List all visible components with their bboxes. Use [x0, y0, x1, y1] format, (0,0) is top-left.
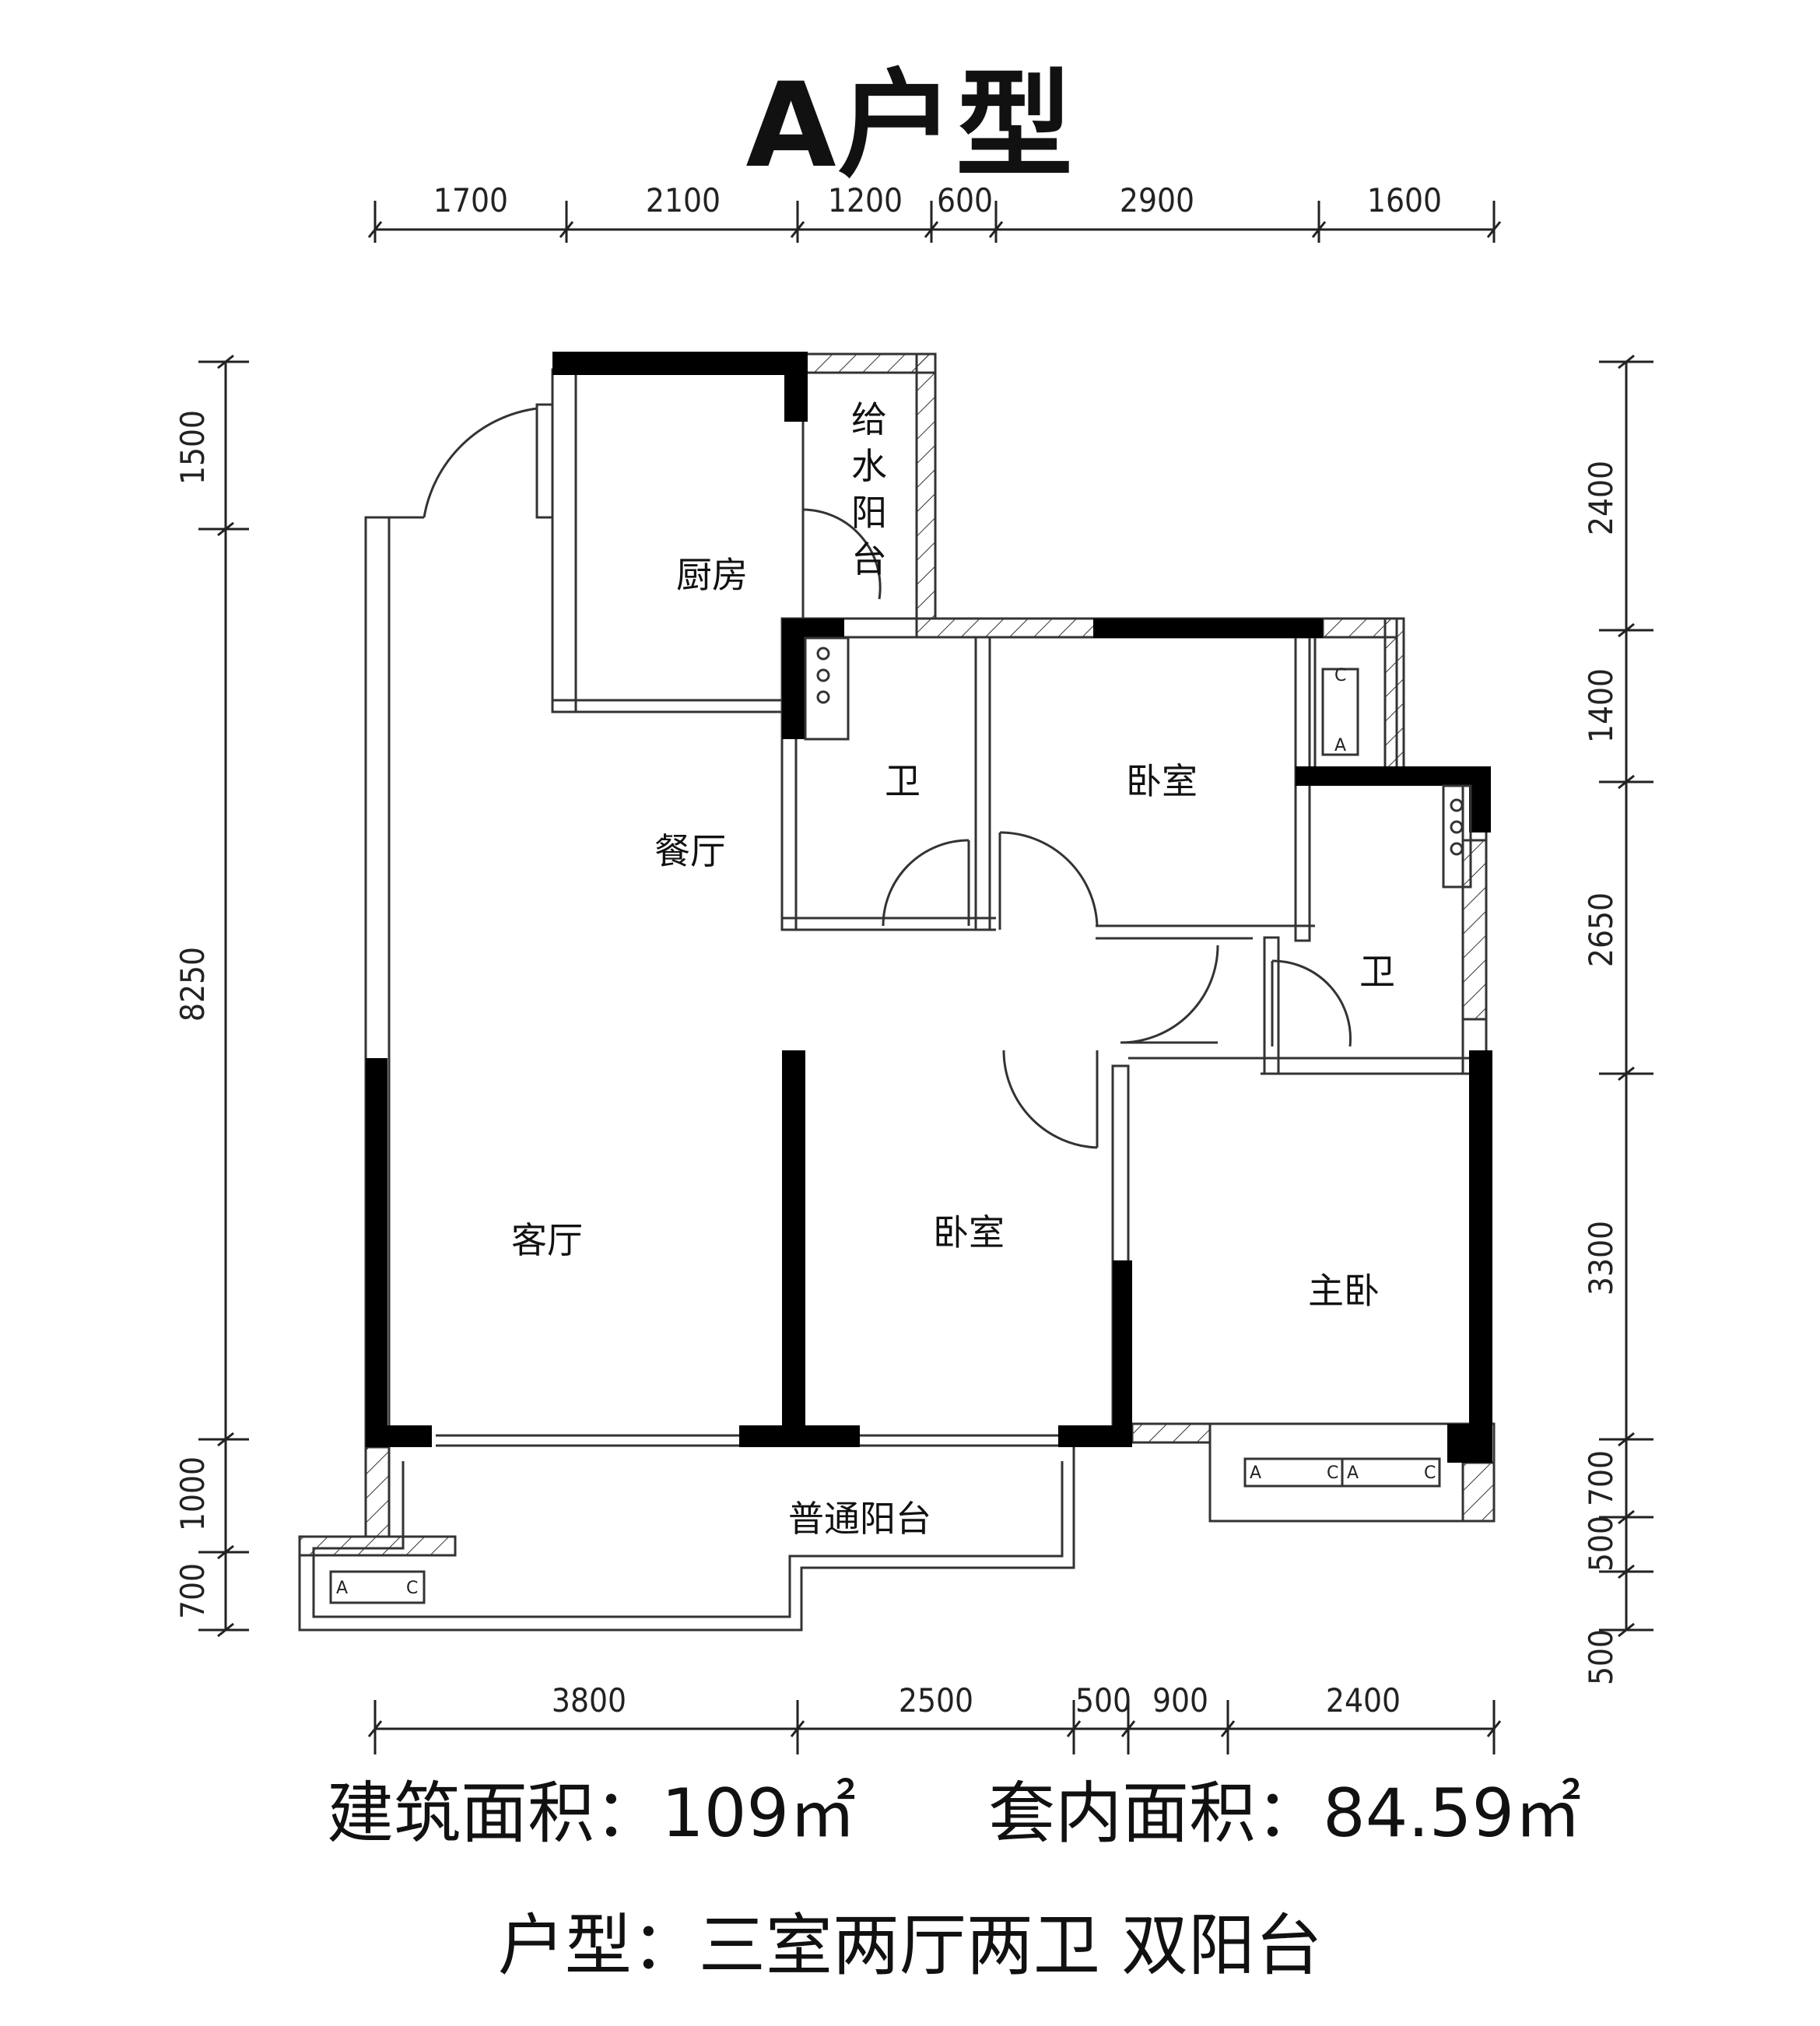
dimension-tick [988, 221, 1004, 238]
room-bath-1: 卫 [885, 760, 921, 802]
dim-bottom-2: 2500 [899, 1681, 973, 1719]
dim-right-6: 500 [1582, 1516, 1620, 1572]
dimension-tick [1618, 1066, 1635, 1081]
room-bedroom-2: 卧室 [933, 1211, 1005, 1253]
dimension-tick [1618, 1622, 1635, 1638]
ac-label-a: A [1347, 1463, 1359, 1483]
dim-right-5: 700 [1582, 1450, 1620, 1506]
dimension-tick [1311, 221, 1327, 238]
dimension-tick [559, 221, 574, 238]
structural-walls [366, 352, 1492, 1463]
dim-top-2: 2100 [646, 181, 721, 219]
room-living: 客厅 [511, 1219, 583, 1261]
room-balcony: 普通阳台 [788, 1498, 931, 1540]
dim-bottom-3: 500 [1075, 1681, 1131, 1719]
dimension-tick [1618, 622, 1635, 638]
dim-left-4: 700 [174, 1563, 212, 1619]
dim-bottom-5: 2400 [1326, 1681, 1401, 1719]
dimension-tick [1618, 1432, 1635, 1447]
dim-top-3: 1200 [828, 181, 903, 219]
dimension-tick [367, 221, 383, 238]
dimension-lines [224, 228, 1628, 1730]
dim-left-3: 1000 [174, 1456, 212, 1531]
room-master: 主卧 [1308, 1270, 1380, 1312]
page-title: A户型 [745, 58, 1075, 194]
dimension-tick [790, 221, 805, 238]
dimension-tick [217, 1544, 234, 1560]
dimension-tick [217, 354, 234, 370]
room-supply-balcony-1: 给 [851, 398, 887, 440]
room-bedroom-1: 卧室 [1126, 760, 1198, 802]
room-dining: 餐厅 [654, 830, 726, 872]
room-bath-2: 卫 [1359, 951, 1395, 993]
dim-left-2: 8250 [174, 947, 212, 1022]
dimension-tick [1120, 1720, 1136, 1737]
dimension-tick [924, 221, 939, 238]
dim-right-7: 500 [1582, 1629, 1620, 1685]
layout-type: 户型：三室两厅两卫 双阳台 [497, 1907, 1323, 1985]
dim-top-1: 1700 [433, 181, 508, 219]
dimension-tick [1220, 1720, 1236, 1737]
room-supply-balcony-4: 台 [851, 538, 887, 580]
hatched-parapets [298, 352, 1496, 1557]
dimension-tick [217, 1622, 234, 1638]
ac-units: C A A C A C A C [329, 666, 1441, 1604]
dim-top-4: 600 [937, 181, 993, 219]
building-area: 建筑面积：109㎡ [327, 1775, 857, 1852]
ac-label-c: C [406, 1579, 418, 1598]
dimension-tick [1618, 774, 1635, 790]
ac-label-a: A [1334, 736, 1346, 755]
dim-right-1: 2400 [1582, 461, 1620, 535]
dimension-tick [1066, 1720, 1082, 1737]
dim-right-3: 2650 [1582, 892, 1620, 967]
dim-right-4: 3300 [1582, 1221, 1620, 1295]
dimension-tick [217, 521, 234, 537]
dim-top-6: 1600 [1367, 181, 1442, 219]
dim-bottom-4: 900 [1152, 1681, 1208, 1719]
dimension-tick [1486, 1720, 1502, 1737]
ac-label-a: A [336, 1579, 348, 1598]
dimension-tick [1618, 1564, 1635, 1579]
ac-label-c: C [1327, 1463, 1338, 1483]
ac-label-c: C [1424, 1463, 1436, 1483]
dimension-tick [217, 1432, 234, 1447]
ac-label-a: A [1250, 1463, 1261, 1483]
thin-walls [298, 352, 1496, 1632]
dimension-tick [790, 1720, 805, 1737]
ac-label-c: C [1334, 666, 1346, 685]
room-supply-balcony-2: 水 [851, 445, 887, 487]
dimension-tick [1618, 1509, 1635, 1525]
dim-left-1: 1500 [174, 410, 212, 485]
bath-fixtures [804, 636, 1472, 889]
dimension-tick [1486, 221, 1502, 238]
dim-right-2: 1400 [1582, 668, 1620, 743]
inner-area: 套内面积：84.59㎡ [988, 1775, 1582, 1852]
dimension-ticks [198, 201, 1653, 1754]
doors [423, 403, 1352, 1149]
room-kitchen: 厨房 [676, 554, 748, 596]
room-supply-balcony-3: 阳 [851, 492, 887, 534]
dimension-tick [367, 1720, 383, 1737]
dim-top-5: 2900 [1120, 181, 1194, 219]
dim-bottom-1: 3800 [552, 1681, 626, 1719]
dimension-tick [1618, 354, 1635, 370]
